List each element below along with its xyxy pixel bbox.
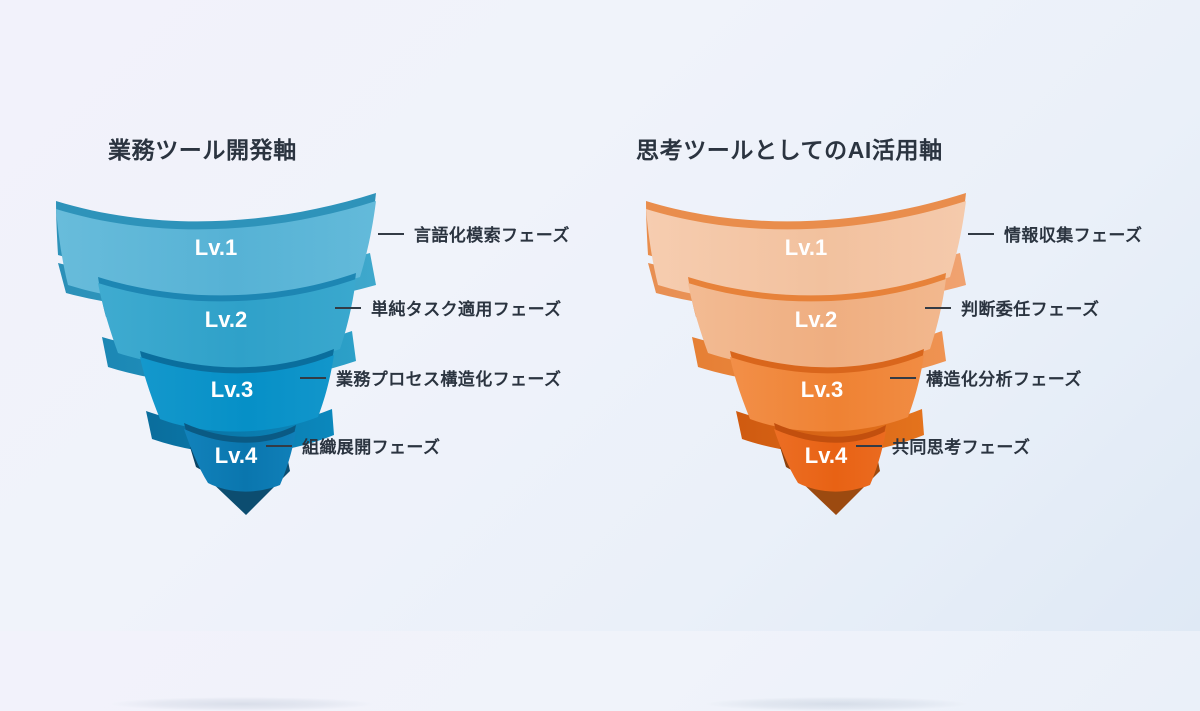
funnel-panel-ai-as-thinking-tool: 思考ツールとしてのAI活用軸 bbox=[600, 0, 1200, 711]
funnel-panel-business-tool-development: 業務ツール開発軸 bbox=[0, 0, 600, 711]
funnel-callout-1-left: 言語化模索フェーズ bbox=[378, 221, 570, 246]
funnel-graphic-right: Lv.1 Lv.2 Lv.3 Lv.4 情報収集フェーズ bbox=[600, 185, 1200, 711]
funnel-callout-3-right: 構造化分析フェーズ bbox=[890, 365, 1082, 390]
funnel-stage-4-level-right: Lv.4 bbox=[805, 443, 848, 468]
callout-dash-icon bbox=[300, 376, 326, 379]
funnel-stage-3-level-left: Lv.3 bbox=[211, 377, 253, 402]
funnel-stage-3-level-right: Lv.3 bbox=[801, 377, 843, 402]
funnel-svg-left: Lv.1 Lv.2 Lv.3 Lv.4 bbox=[56, 193, 376, 515]
funnel-stage-1-level-right: Lv.1 bbox=[785, 235, 827, 260]
funnel-stage-4-level-left: Lv.4 bbox=[215, 443, 258, 468]
funnel-stage-1-left bbox=[56, 201, 376, 304]
funnel-callout-1-right: 情報収集フェーズ bbox=[968, 221, 1142, 246]
funnel-stage-2-left bbox=[98, 279, 356, 370]
funnel-stage-1-right bbox=[646, 201, 966, 304]
callout-dash-icon bbox=[925, 306, 951, 309]
callout-dash-icon bbox=[335, 306, 361, 309]
funnel-callout-4-label-left: 組織展開フェーズ bbox=[302, 438, 441, 457]
funnel-callout-3-label-left: 業務プロセス構造化フェーズ bbox=[336, 370, 562, 389]
funnel-ground-shadow-left bbox=[112, 697, 372, 711]
funnel-callout-2-label-right: 判断委任フェーズ bbox=[961, 300, 1100, 319]
funnel-callout-4-right: 共同思考フェーズ bbox=[856, 433, 1030, 458]
funnel-stage-3-left bbox=[140, 355, 334, 432]
funnel-stage-2-right bbox=[688, 279, 946, 370]
funnel-stage-2-level-right: Lv.2 bbox=[795, 307, 837, 332]
funnel-callout-2-label-left: 単純タスク適用フェーズ bbox=[371, 300, 562, 319]
callout-dash-icon bbox=[968, 232, 994, 235]
funnel-graphic-left: Lv.1 Lv.2 Lv.3 Lv.4 言語化模索フェーズ bbox=[0, 185, 600, 711]
funnel-svg-right: Lv.1 Lv.2 Lv.3 Lv.4 bbox=[646, 193, 966, 515]
funnel-stage-3-right bbox=[730, 355, 924, 432]
funnel-callout-1-label-left: 言語化模索フェーズ bbox=[414, 226, 570, 245]
callout-dash-icon bbox=[856, 444, 882, 447]
funnel-ground-shadow-right bbox=[706, 697, 966, 711]
funnel-callout-4-left: 組織展開フェーズ bbox=[266, 433, 440, 458]
panel-title-left: 業務ツール開発軸 bbox=[108, 137, 297, 163]
callout-dash-icon bbox=[378, 232, 404, 235]
funnel-callout-2-right: 判断委任フェーズ bbox=[925, 295, 1099, 320]
funnel-callout-3-left: 業務プロセス構造化フェーズ bbox=[300, 365, 561, 390]
funnel-stage-2-level-left: Lv.2 bbox=[205, 307, 247, 332]
callout-dash-icon bbox=[890, 376, 916, 379]
callout-dash-icon bbox=[266, 444, 292, 447]
funnel-callout-1-label-right: 情報収集フェーズ bbox=[1004, 226, 1143, 245]
funnel-callout-3-label-right: 構造化分析フェーズ bbox=[926, 370, 1082, 389]
panel-title-right: 思考ツールとしてのAI活用軸 bbox=[636, 137, 943, 163]
funnel-stage-1-level-left: Lv.1 bbox=[195, 235, 237, 260]
funnel-callout-2-left: 単純タスク適用フェーズ bbox=[335, 295, 562, 320]
funnel-callout-4-label-right: 共同思考フェーズ bbox=[892, 438, 1031, 457]
